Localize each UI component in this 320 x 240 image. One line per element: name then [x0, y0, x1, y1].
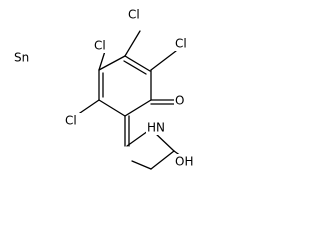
- tin-atom-label: Sn: [14, 51, 29, 65]
- atom-label-background: [93, 38, 116, 53]
- chlorine-top-right-label: Cl: [128, 8, 140, 22]
- ring-bond: [124, 55, 151, 72]
- side-chain-bond: [150, 150, 175, 170]
- atom-label-background: [64, 113, 87, 128]
- molecule-structure-diagram: Sn Cl Cl Cl Cl O HN OH: [13, 7, 200, 170]
- atom-label-background: [174, 36, 197, 51]
- atom-label-background: [174, 92, 188, 107]
- amine-bond: [154, 132, 175, 152]
- amine-atom-label: HN: [147, 121, 165, 135]
- chlorine-bond: [150, 50, 177, 71]
- ring-bond: [98, 55, 126, 71]
- chlorine-bond: [76, 99, 100, 116]
- atom-labels: Sn Cl Cl Cl Cl O HN OH: [14, 8, 193, 169]
- atom-label-background: [146, 120, 166, 135]
- atom-label-backgrounds: [13, 7, 200, 169]
- hydroxyl-atom-label: OH: [175, 155, 193, 169]
- chlorine-bond: [124, 30, 141, 57]
- oxygen-atom-label: O: [175, 94, 184, 108]
- atom-label-background: [174, 154, 200, 169]
- ring-bond: [124, 99, 152, 117]
- atom-label-background: [13, 50, 34, 65]
- amine-bond: [126, 130, 149, 147]
- ring-bond: [98, 99, 126, 117]
- chlorine-left-label: Cl: [65, 114, 77, 128]
- ring-double-bond: [123, 60, 147, 75]
- side-chain-bond: [131, 160, 152, 170]
- chlorine-right-label: Cl: [175, 37, 187, 51]
- bond-layer: [76, 30, 196, 170]
- chlorine-top-left-label: Cl: [94, 39, 106, 53]
- atom-label-background: [126, 7, 149, 22]
